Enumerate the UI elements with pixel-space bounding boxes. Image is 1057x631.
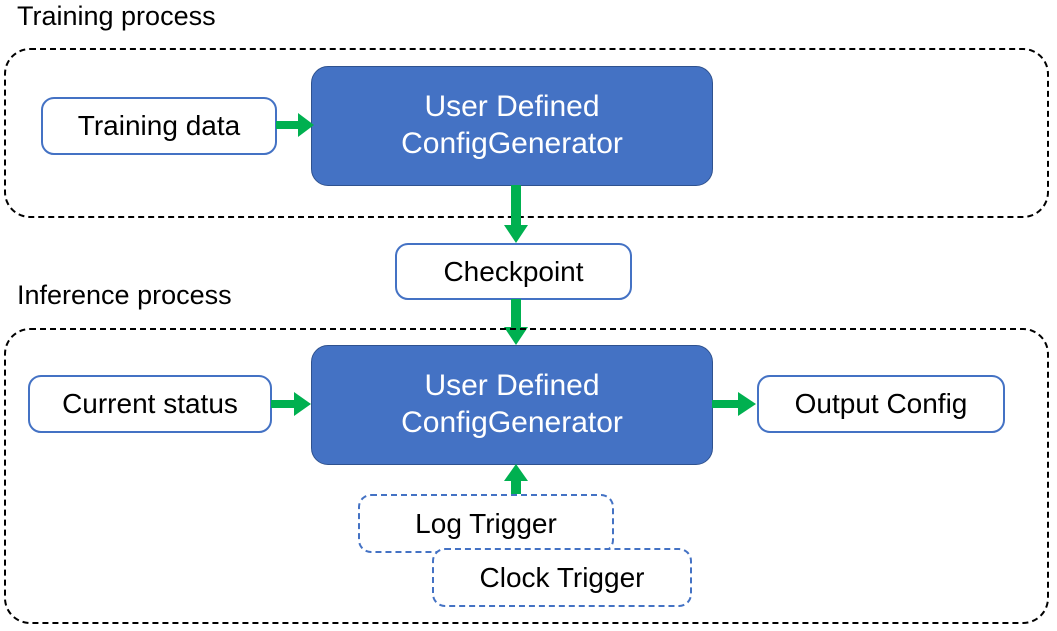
current-status-label: Current status [62,388,238,419]
training-process-container [4,48,1049,218]
training-data-node[interactable]: Training data [41,97,277,155]
clock-trigger-label: Clock Trigger [479,561,645,593]
arrow-checkpoint-to-config-generator [503,299,529,347]
arrow-config-generator-to-checkpoint [503,185,529,245]
training-data-label: Training data [77,110,241,141]
checkpoint-label: Checkpoint [443,255,584,287]
arrow-current-status-to-config-generator [271,391,313,417]
training-config-generator-label-line2: ConfigGenerator [401,127,623,160]
inference-config-generator-label-line2: ConfigGenerator [401,406,623,439]
current-status-node[interactable]: Current status [28,375,272,433]
inference-process-container [4,328,1049,624]
arrow-config-generator-to-output-config [712,391,758,417]
inference-process-title: Inference process [17,280,232,310]
output-config-node[interactable]: Output Config [757,375,1005,433]
checkpoint-node[interactable]: Checkpoint [395,243,632,300]
clock-trigger-node[interactable]: Clock Trigger [432,548,692,607]
output-config-label: Output Config [794,388,968,419]
arrow-training-data-to-config-generator [276,112,316,138]
inference-config-generator-label-line1: User Defined [424,369,600,403]
inference-config-generator-node[interactable]: User Defined ConfigGenerator [311,345,713,465]
training-config-generator-node[interactable]: User Defined ConfigGenerator [311,66,713,186]
training-process-title: Training process [17,1,216,31]
arrow-triggers-to-config-generator [503,464,529,500]
training-config-generator-label-line1: User Defined [424,90,600,124]
log-trigger-node[interactable]: Log Trigger [358,494,614,553]
log-trigger-label: Log Trigger [415,507,557,539]
